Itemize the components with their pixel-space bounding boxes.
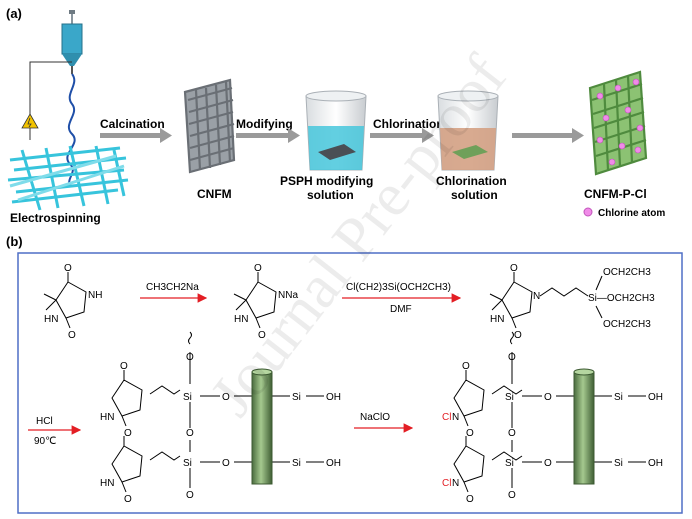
chlorination-beaker (437, 90, 499, 171)
arrow-label-calcination: Calcination (100, 117, 165, 131)
atom-o18: O (508, 352, 516, 363)
atom-hn2: HN (234, 314, 248, 325)
sodium-hydantoin-molecule (233, 272, 277, 329)
high-voltage-icon (21, 113, 39, 129)
caption-psph-line1: PSPH modifying (280, 174, 373, 188)
arrow-label-modifying: Modifying (236, 117, 293, 131)
atom-o8: O (124, 428, 132, 439)
atom-o17: O (466, 494, 474, 505)
atom-hn3: HN (490, 314, 504, 325)
psph-beaker (305, 90, 367, 171)
caption-cnfm: CNFM (197, 187, 232, 201)
atom-cl2: Cl (442, 478, 451, 489)
process-arrow-2 (236, 128, 300, 143)
atom-hn4: HN (100, 412, 114, 423)
syringe-icon (61, 10, 83, 74)
atom-o16: O (466, 428, 474, 439)
caption-product: CNFM-P-Cl (584, 187, 647, 201)
reagent-step3: HCl (36, 416, 53, 427)
reagent-step4: NaClO (360, 412, 390, 423)
silane-hydantoin-molecule (489, 272, 603, 329)
atom-si3: Si (292, 392, 301, 403)
hydantoin-molecule (43, 272, 87, 329)
atom-o5: O (510, 263, 518, 274)
atom-oh1: OH (326, 392, 341, 403)
atom-si8: Si (614, 458, 623, 469)
atom-o3: O (254, 263, 262, 274)
atom-o20: O (508, 490, 516, 501)
atom-o22: O (544, 458, 552, 469)
atom-o10: O (186, 352, 194, 363)
chlorine-legend-icon (583, 207, 593, 217)
grafted-structure-right (453, 352, 646, 493)
legend-chlorine-atom: Chlorine atom (598, 208, 665, 219)
panel-b-label: (b) (6, 234, 23, 249)
atom-o14: O (222, 458, 230, 469)
cnfm-membrane (183, 78, 236, 174)
process-arrow-4 (512, 128, 584, 143)
process-arrow-3 (370, 128, 434, 143)
ethoxy-3: OCH2CH3 (603, 319, 651, 330)
atom-o19: O (508, 428, 516, 439)
atom-oh2: OH (326, 458, 341, 469)
spinning-jet (66, 73, 76, 187)
atom-o12: O (186, 490, 194, 501)
atom-o21: O (544, 392, 552, 403)
caption-psph-line2: solution (307, 188, 354, 202)
atom-n3: N (452, 478, 459, 489)
atom-si1: Si (183, 392, 192, 403)
wavy-bond (188, 331, 192, 345)
electrospun-mat (7, 145, 129, 211)
atom-oh3: OH (648, 392, 663, 403)
atom-nh: NH (88, 290, 102, 301)
atom-cl1: Cl (442, 412, 451, 423)
reagent-step2: Cl(CH2)3Si(OCH2CH3) (346, 282, 451, 293)
caption-chlor-line2: solution (451, 188, 498, 202)
fiber-cylinder-left (251, 368, 273, 485)
arrow-label-chlorination: Chlorination (373, 117, 444, 131)
reagent-step1: CH3CH2Na (146, 282, 199, 293)
atom-o9: O (124, 494, 132, 505)
ethoxy-2: Si—OCH2CH3 (588, 293, 655, 304)
panel-a-label: (a) (6, 6, 22, 21)
atom-oh4: OH (648, 458, 663, 469)
atom-hn5: HN (100, 478, 114, 489)
atom-o4: O (258, 330, 266, 341)
atom-si5: Si (505, 392, 514, 403)
ethoxy-1: OCH2CH3 (603, 267, 651, 278)
process-arrow-1 (100, 128, 172, 143)
cnfm-p-cl-membrane (588, 70, 648, 176)
grafted-structure-left (111, 352, 324, 493)
atom-si2: Si (183, 458, 192, 469)
chlorine-atoms (596, 78, 644, 166)
atom-o6: O (514, 330, 522, 341)
atom-si6: Si (505, 458, 514, 469)
caption-chlor-line1: Chlorination (436, 174, 507, 188)
atom-o11: O (186, 428, 194, 439)
atom-o7: O (120, 361, 128, 372)
atom-hn: HN (44, 314, 58, 325)
atom-si4: Si (292, 458, 301, 469)
atom-o: O (64, 263, 72, 274)
wavy-bond-2 (510, 331, 514, 345)
caption-electrospinning: Electrospinning (10, 211, 101, 225)
atom-o15: O (462, 361, 470, 372)
atom-n2: N (452, 412, 459, 423)
panel-b-frame (17, 252, 683, 514)
condition-step3: 90℃ (34, 436, 56, 447)
atom-nna: NNa (278, 290, 298, 301)
atom-o2: O (68, 330, 76, 341)
atom-n: N (533, 291, 540, 302)
fiber-cylinder-right (573, 368, 595, 485)
solvent-step2: DMF (390, 304, 412, 315)
atom-o13: O (222, 392, 230, 403)
atom-si7: Si (614, 392, 623, 403)
